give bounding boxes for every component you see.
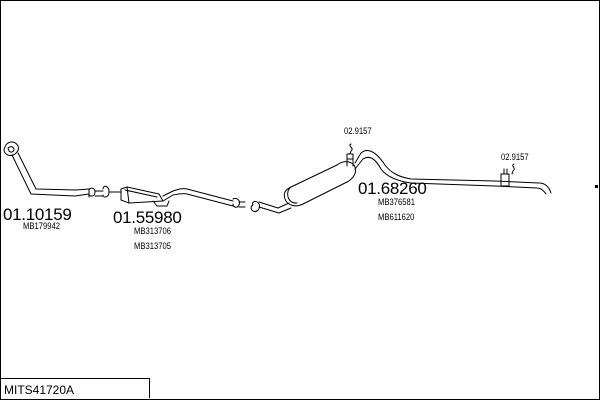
connector-drawing [250, 201, 292, 214]
diagram-code: MITS41720A [4, 383, 75, 397]
mount-1-part-number: 02.9157 [344, 126, 372, 136]
center-silencer-part-number: 01.55980 [113, 208, 182, 227]
front-pipe-part-number: 01.10159 [3, 205, 72, 224]
rear-silencer-part-number: 01.68260 [358, 179, 427, 198]
front-pipe-oe-number: MB179942 [23, 221, 61, 231]
rear-silencer-oe-number-2: MB611620 [378, 212, 415, 222]
diagram-code-box: MITS41720A [1, 378, 150, 398]
tailpipe-end-marker [595, 185, 598, 188]
mount-2-drawing [511, 163, 515, 175]
rear-silencer-oe-number-1: MB376581 [378, 197, 416, 207]
center-silencer-drawing [108, 186, 246, 208]
center-silencer-oe-number-2: MB313705 [134, 241, 172, 251]
mount-1-drawing [349, 143, 353, 155]
rear-silencer-drawing [283, 150, 552, 207]
center-silencer-oe-number-1: MB313706 [134, 226, 172, 236]
mount-2-part-number: 02.9157 [501, 152, 529, 162]
front-pipe-drawing [3, 141, 110, 198]
